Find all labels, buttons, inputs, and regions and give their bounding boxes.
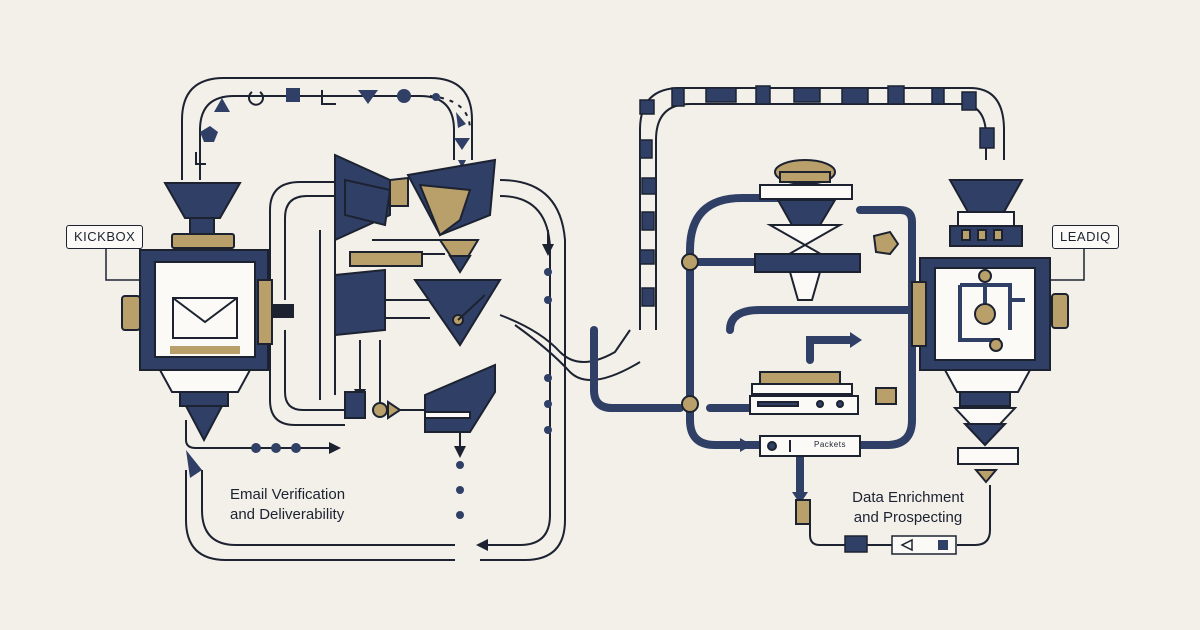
document-icon [641, 287, 655, 307]
hexagon-icon [200, 126, 218, 142]
square-icon [286, 88, 300, 102]
document-icon [641, 211, 655, 231]
right-pipes [590, 194, 926, 499]
pipe-joints [681, 230, 900, 413]
document-icon [639, 249, 655, 265]
corner-icon [195, 152, 206, 165]
triangle-icon [214, 98, 230, 112]
square-icon [938, 540, 948, 550]
right-arc-icons [639, 85, 995, 307]
play-icon [900, 538, 913, 552]
return-icons [844, 535, 957, 555]
document-icon [639, 139, 653, 159]
document-icon [671, 87, 685, 107]
circle-outline-icon [248, 91, 264, 106]
leadiq-machine [911, 179, 1069, 484]
triangle-down-icon [458, 160, 466, 168]
left-caption: Email Verification and Deliverability [230, 485, 345, 525]
envelope-icon [172, 297, 238, 339]
right-caption-line2: and Prospecting [853, 509, 963, 526]
kickbox-label: KICKBOX [66, 225, 144, 249]
document-icon [979, 127, 995, 149]
document-icon [931, 87, 945, 105]
document-icon [887, 85, 905, 105]
dot-icon [432, 93, 440, 101]
right-central-machines [749, 159, 861, 525]
document-icon [793, 87, 821, 103]
left-caption-line2: and Deliverability [230, 506, 345, 523]
tag-connectors [105, 246, 1085, 281]
central-shapes [334, 153, 502, 433]
dashed-flow [429, 95, 471, 131]
shard-icon [456, 112, 466, 128]
leadiq-label: LEADIQ [1052, 225, 1119, 249]
triangle-down-icon [454, 138, 470, 150]
triangle-down-icon [358, 90, 378, 104]
circle-icon [397, 89, 411, 103]
right-pipes-arrows [740, 332, 862, 504]
left-arc-icons [195, 88, 470, 168]
corner-icon [321, 90, 336, 105]
left-return-line [185, 230, 554, 551]
document-icon [961, 91, 977, 111]
document-icon [641, 177, 657, 195]
packets-label: Packets [814, 440, 846, 449]
envelope-icon [844, 535, 868, 553]
document-icon [841, 87, 869, 105]
dots-chain [251, 268, 552, 519]
left-caption-line1: Email Verification [230, 486, 346, 503]
kickbox-machine [121, 182, 294, 478]
document-icon [639, 99, 655, 115]
document-icon [705, 87, 737, 103]
right-caption: Data Enrichment and Prospecting [838, 488, 978, 528]
right-caption-line1: Data Enrichment [852, 489, 964, 506]
document-icon [755, 85, 771, 105]
